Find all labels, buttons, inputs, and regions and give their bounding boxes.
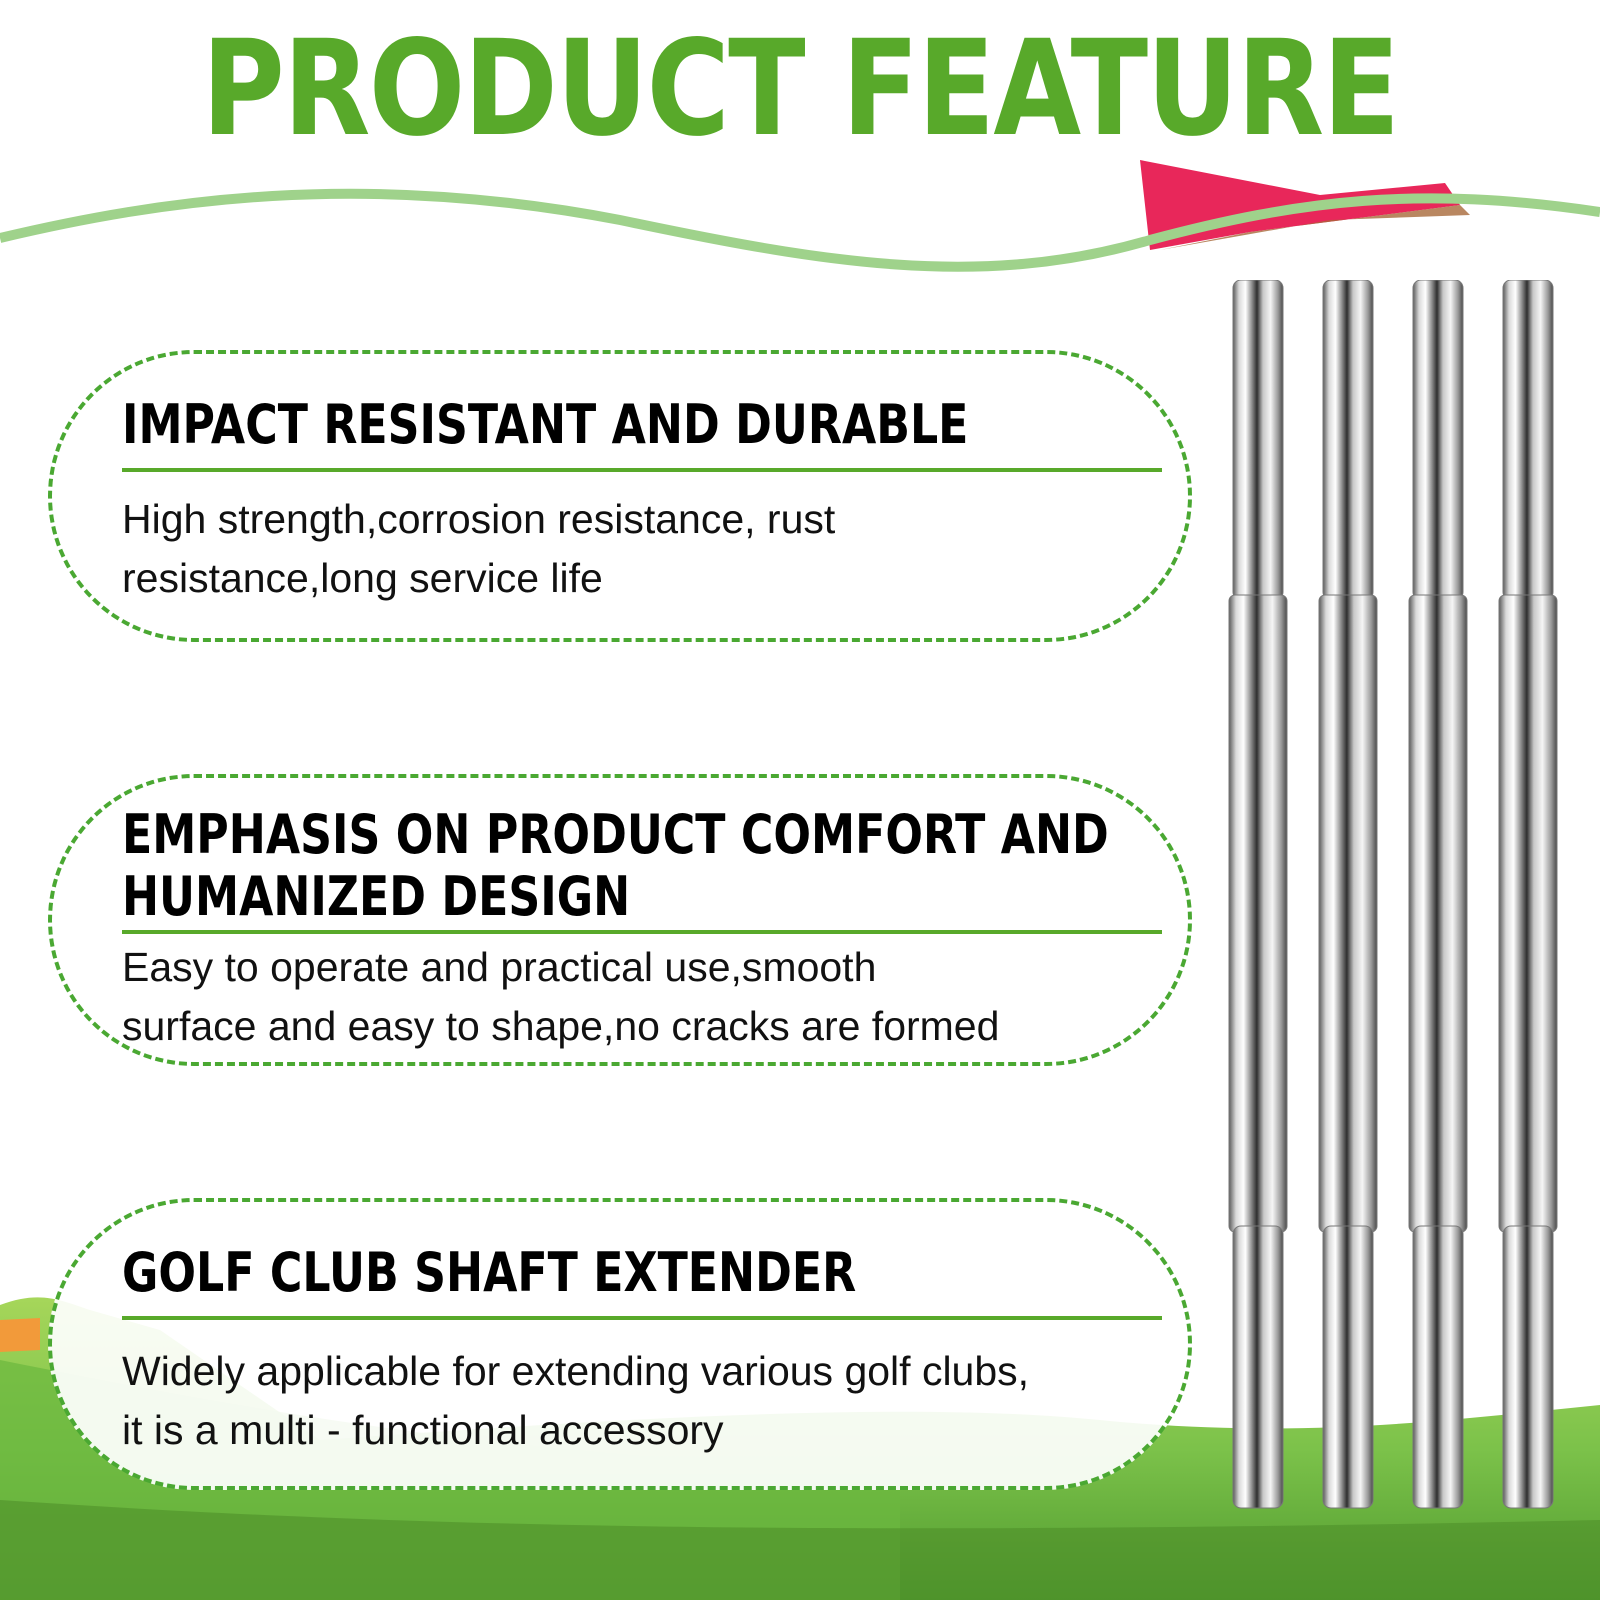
description-line: Easy to operate and practical use,smooth <box>122 944 877 990</box>
shaft-rod-1 <box>1228 280 1288 1509</box>
feature-heading: EMPHASIS ON PRODUCT COMFORT AND HUMANIZE… <box>122 803 1109 928</box>
feature-heading: IMPACT RESISTANT AND DURABLE <box>122 393 969 456</box>
rod-segment <box>1322 1225 1374 1509</box>
feature-card-extender: GOLF CLUB SHAFT EXTENDER Widely applicab… <box>48 1198 1192 1490</box>
rod-segment <box>1232 280 1284 601</box>
rod-segment <box>1228 594 1288 1233</box>
rod-segment <box>1408 594 1468 1233</box>
page-title: PRODUCT FEATURE <box>201 12 1400 166</box>
rod-segment <box>1502 1225 1554 1509</box>
feature-description: Easy to operate and practical use,smooth… <box>122 938 1142 1056</box>
feature-description: High strength,corrosion resistance, rust… <box>122 490 1142 608</box>
description-line: resistance,long service life <box>122 555 603 601</box>
rod-segment <box>1318 594 1378 1233</box>
rod-segment <box>1322 280 1374 601</box>
heading-underline <box>122 1316 1162 1320</box>
description-line: it is a multi - functional accessory <box>122 1407 724 1453</box>
shaft-rod-4 <box>1498 280 1558 1509</box>
shaft-extender-rods <box>1228 280 1558 1509</box>
rod-segment <box>1498 594 1558 1233</box>
feature-description: Widely applicable for extending various … <box>122 1342 1142 1460</box>
shaft-rod-3 <box>1408 280 1468 1509</box>
heading-underline <box>122 930 1162 934</box>
heading-underline <box>122 468 1162 472</box>
rod-segment <box>1232 1225 1284 1509</box>
rod-segment <box>1412 1225 1464 1509</box>
heading-line: EMPHASIS ON PRODUCT COMFORT AND <box>122 803 1109 866</box>
feature-card-impact: IMPACT RESISTANT AND DURABLE High streng… <box>48 350 1192 642</box>
top-wave-line <box>0 188 1600 272</box>
description-line: High strength,corrosion resistance, rust <box>122 496 836 542</box>
rod-segment <box>1502 280 1554 601</box>
description-line: Widely applicable for extending various … <box>122 1348 1030 1394</box>
heading-line: HUMANIZED DESIGN <box>122 865 631 928</box>
feature-heading: GOLF CLUB SHAFT EXTENDER <box>122 1241 857 1304</box>
description-line: surface and easy to shape,no cracks are … <box>122 1003 1000 1049</box>
feature-card-comfort: EMPHASIS ON PRODUCT COMFORT AND HUMANIZE… <box>48 774 1192 1066</box>
rod-segment <box>1412 280 1464 601</box>
shaft-rod-2 <box>1318 280 1378 1509</box>
